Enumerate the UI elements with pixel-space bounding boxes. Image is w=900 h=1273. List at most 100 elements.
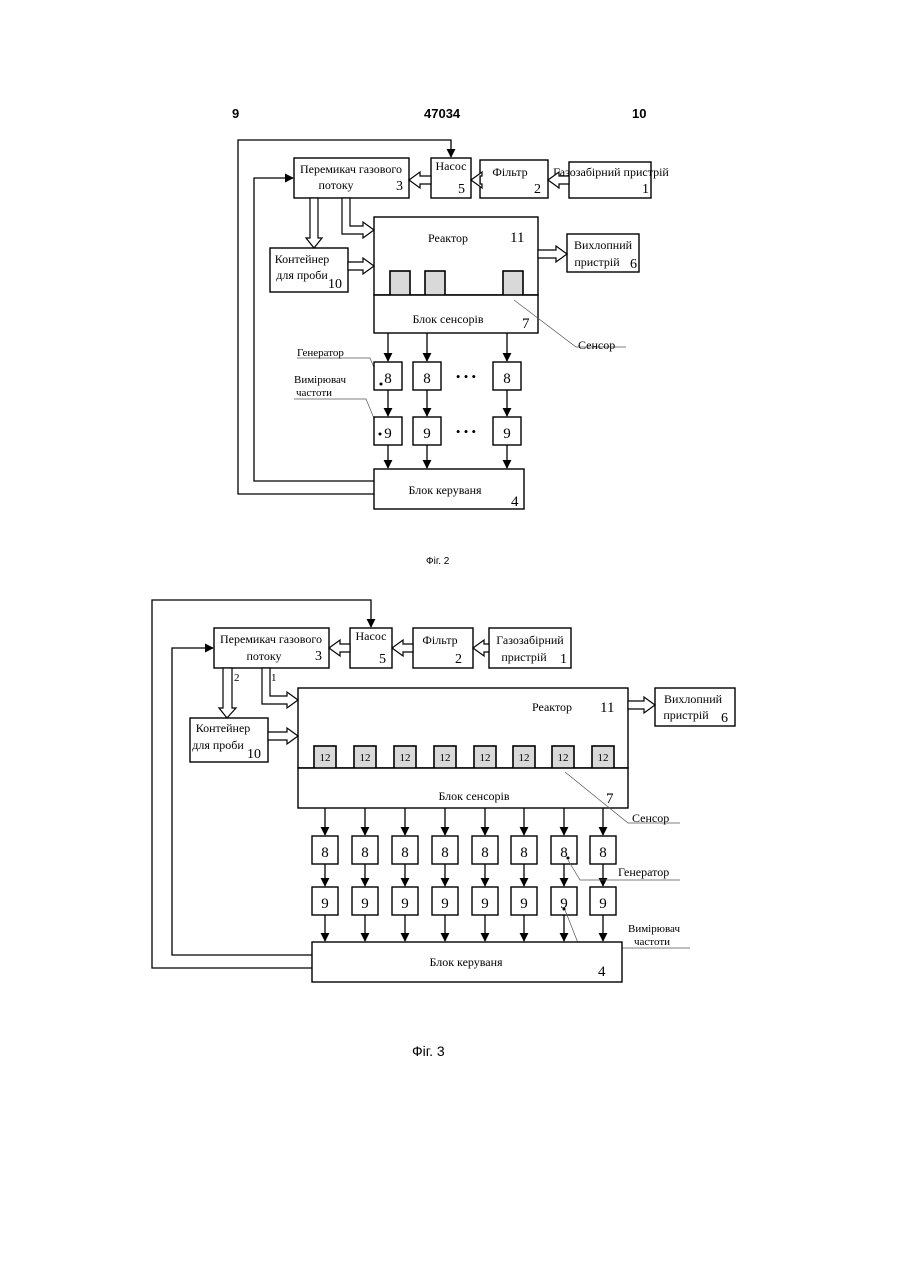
figure-2: Газозабірний пристрій 1 Фільтр 2 Насос 5… xyxy=(238,140,669,510)
svg-text:12: 12 xyxy=(440,752,451,764)
svg-text:8: 8 xyxy=(599,845,607,861)
exhaust-number: 6 xyxy=(721,711,728,726)
filter-number: 2 xyxy=(455,652,462,667)
container-number: 10 xyxy=(328,277,342,292)
container-label-line2: для проби xyxy=(192,738,244,752)
sensor-block-number: 7 xyxy=(522,316,530,332)
fig3-column-4: 8 9 xyxy=(432,808,458,941)
pump-number: 5 xyxy=(458,182,465,197)
container-label-line1: Контейнер xyxy=(196,721,251,735)
svg-text:8: 8 xyxy=(520,845,528,861)
exhaust-box: Вихлопний пристрій 6 xyxy=(567,234,639,272)
fig3-column-7: 8 9 xyxy=(551,808,577,941)
sensor-block-number: 7 xyxy=(606,791,614,807)
fig3-column-8: 8 9 xyxy=(590,808,616,941)
filter-box: Фільтр 2 xyxy=(413,628,473,668)
ellipsis-meters: • • • xyxy=(456,424,476,439)
sensor-block-label: Блок сенсорів xyxy=(412,312,483,326)
sensor-annotation: Сенсор xyxy=(578,338,615,352)
fig2-column-3: 8 9 xyxy=(493,333,521,468)
gas-intake-label-line2: пристрій xyxy=(501,650,547,664)
switch-label-line1: Перемикач газового xyxy=(300,162,402,176)
switch-label-line1: Перемикач газового xyxy=(220,632,322,646)
filter-number: 2 xyxy=(534,182,541,197)
generator-annotation: Генератор xyxy=(618,865,669,879)
meter-annotation-line1: Вимірювач xyxy=(628,923,680,935)
switch-number: 3 xyxy=(315,649,322,664)
sensor-annotation: Сенсор xyxy=(632,811,669,825)
ellipsis-generators: • • • xyxy=(456,369,476,384)
svg-text:9: 9 xyxy=(520,896,528,912)
fig3-column-2: 8 9 xyxy=(352,808,378,941)
filter-label: Фільтр xyxy=(422,633,457,647)
svg-text:12: 12 xyxy=(598,752,609,764)
svg-text:9: 9 xyxy=(361,896,369,912)
fig3-column-3: 8 9 xyxy=(392,808,418,941)
control-block-box: Блок керуваня 4 xyxy=(374,469,524,510)
fig3-column-5: 8 9 xyxy=(472,808,498,941)
switch-label-line2: потоку xyxy=(318,178,353,192)
svg-text:9: 9 xyxy=(599,896,607,912)
sensor-block-box: Блок сенсорів 7 xyxy=(298,768,628,808)
reactor-label: Реактор xyxy=(428,231,468,245)
exhaust-label-line1: Вихлопний xyxy=(664,692,723,706)
figure-3-caption: Фіг. 3 xyxy=(412,1043,445,1059)
container-number: 10 xyxy=(247,747,261,762)
control-label: Блок керуваня xyxy=(408,483,482,497)
meter-annotation-line2: частоти xyxy=(634,936,670,948)
svg-text:9: 9 xyxy=(321,896,329,912)
exhaust-number: 6 xyxy=(630,257,637,272)
meter-annotation-line2: частоти xyxy=(296,387,332,399)
gas-flow-switch-box: Перемикач газового потоку 3 xyxy=(294,158,409,198)
svg-text:12: 12 xyxy=(400,752,411,764)
meter-number: 9 xyxy=(423,426,431,442)
exhaust-label-line1: Вихлопний xyxy=(574,238,633,252)
control-number: 4 xyxy=(598,964,606,980)
pump-number: 5 xyxy=(379,652,386,667)
svg-text:8: 8 xyxy=(361,845,369,861)
figure-2-caption: Фіг. 2 xyxy=(426,556,449,567)
filter-label: Фільтр xyxy=(492,165,527,179)
pump-label: Насос xyxy=(356,629,387,643)
control-number: 4 xyxy=(511,494,519,510)
svg-text:12: 12 xyxy=(320,752,331,764)
svg-text:12: 12 xyxy=(360,752,371,764)
gas-flow-switch-box: Перемикач газового потоку 3 xyxy=(214,628,329,668)
pump-box: Насос 5 xyxy=(350,628,392,668)
gas-intake-number: 1 xyxy=(642,182,649,197)
reactor-number: 11 xyxy=(510,230,524,246)
container-label-line2: для проби xyxy=(276,268,328,282)
svg-text:8: 8 xyxy=(321,845,329,861)
fig3-columns: 8 9 8 9 8 9 xyxy=(312,808,616,941)
gas-intake-label-line1: Газозабірний xyxy=(496,633,564,647)
gas-intake-label: Газозабірний пристрій xyxy=(553,165,669,179)
control-label: Блок керуваня xyxy=(429,955,503,969)
meter-number: 9 xyxy=(503,426,511,442)
figure-3: Газозабірний пристрій 1 Фільтр 2 Насос 5… xyxy=(152,600,735,982)
generator-number: 8 xyxy=(503,371,511,387)
port-1-label: 1 xyxy=(271,672,277,684)
meter-annotation-line1: Вимірювач xyxy=(294,374,346,386)
reactor-box: Реактор 11 xyxy=(298,688,628,768)
port-2-label: 2 xyxy=(234,672,240,684)
switch-number: 3 xyxy=(396,179,403,194)
svg-text:9: 9 xyxy=(401,896,409,912)
gas-intake-number: 1 xyxy=(560,652,567,667)
pump-label: Насос xyxy=(436,159,467,173)
fig3-column-6: 8 9 xyxy=(511,808,537,941)
fig3-column-1: 8 9 xyxy=(312,808,338,941)
exhaust-label-line2: пристрій xyxy=(574,255,620,269)
container-label-line1: Контейнер xyxy=(275,252,330,266)
svg-text:8: 8 xyxy=(441,845,449,861)
generator-number: 8 xyxy=(384,371,392,387)
reactor-number: 11 xyxy=(600,700,614,716)
control-block-box: Блок керуваня 4 xyxy=(312,942,622,982)
switch-label-line2: потоку xyxy=(246,649,281,663)
reactor-label: Реактор xyxy=(532,700,572,714)
sample-container-box: Контейнер для проби 10 xyxy=(190,718,268,762)
gas-intake-box: Газозабірний пристрій 1 xyxy=(553,162,669,198)
fig2-column-2: 8 9 xyxy=(413,333,441,468)
svg-text:8: 8 xyxy=(560,845,568,861)
exhaust-label-line2: пристрій xyxy=(663,708,709,722)
